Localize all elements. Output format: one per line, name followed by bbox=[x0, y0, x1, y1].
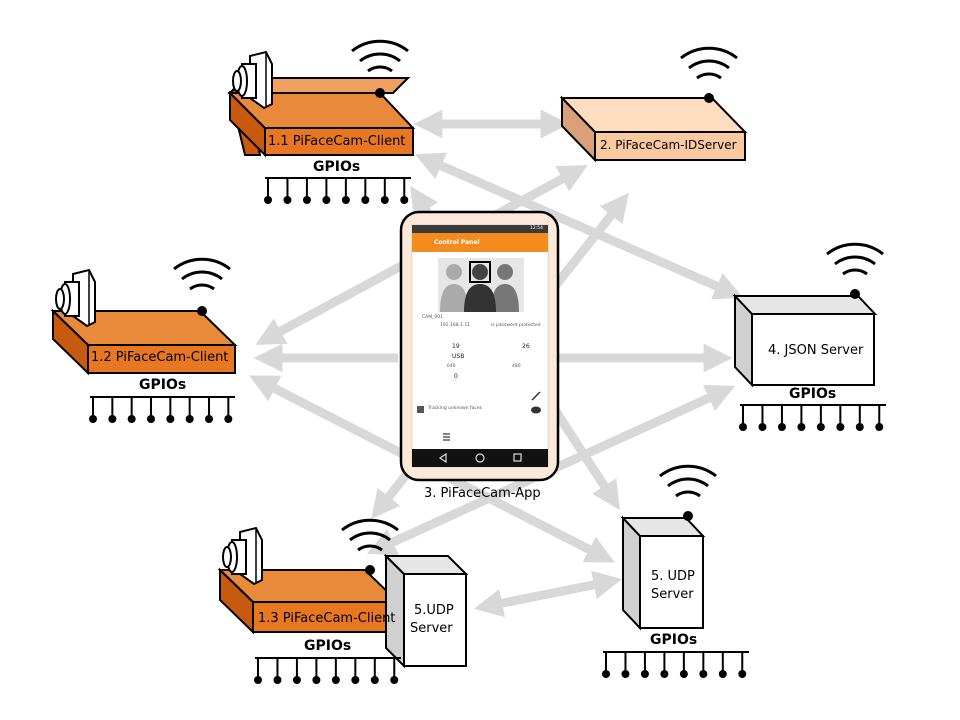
camera-icon bbox=[55, 268, 96, 328]
gpio-pin-dot bbox=[390, 676, 399, 684]
gpio-pin-dot bbox=[283, 196, 292, 204]
udp-big-label-2: Server bbox=[651, 587, 694, 602]
wifi-icon bbox=[826, 242, 884, 299]
gpio-pin-dot bbox=[127, 415, 136, 423]
gpio-pin-dot bbox=[660, 670, 669, 678]
phone-zero[interactable]: 0 bbox=[454, 373, 458, 380]
wifi-icon bbox=[173, 257, 231, 316]
gpio-pin-dot bbox=[292, 676, 301, 684]
phone-ip: 192.168.1.11 bbox=[440, 323, 471, 328]
client-1-3 bbox=[217, 567, 402, 635]
udp-small-label-1: 5.UDP bbox=[414, 603, 454, 618]
gpio-rail-udp bbox=[602, 651, 749, 678]
gpio-rail-client-1-3 bbox=[254, 657, 401, 684]
client-1-1 bbox=[227, 75, 416, 158]
udp-big-gpio-label: GPIOs bbox=[650, 632, 698, 648]
gpio-pin-dot bbox=[224, 415, 233, 423]
phone-h[interactable]: 480 bbox=[512, 364, 521, 369]
cloud-icon bbox=[531, 406, 541, 414]
gpio-pin-dot bbox=[602, 670, 610, 678]
gpio-pin-dot bbox=[739, 423, 747, 431]
gpio-pin-dot bbox=[331, 676, 340, 684]
client-1-3-label: 1.3 PiFaceCam-Client bbox=[258, 611, 396, 626]
phone-password[interactable]: is password protected bbox=[491, 323, 541, 328]
hamburger-icon bbox=[443, 433, 450, 441]
gpio-pin-dot bbox=[205, 415, 213, 423]
gpio-pin-dot bbox=[777, 423, 786, 431]
phone-device bbox=[399, 210, 560, 482]
json-server-label: 4. JSON Server bbox=[768, 343, 864, 358]
idserver-box bbox=[559, 95, 748, 163]
wifi-icon bbox=[680, 46, 738, 103]
gpio-pin-dot bbox=[108, 415, 117, 423]
client-1-3-gpio-label: GPIOs bbox=[304, 638, 352, 654]
gpio-pin-dot bbox=[621, 670, 630, 678]
gpio-pin-dot bbox=[370, 676, 379, 684]
wifi-icon bbox=[341, 518, 399, 575]
gpio-pin-dot bbox=[679, 670, 688, 678]
client-1-1-label: 1.1 PiFaceCam-Client bbox=[268, 134, 406, 149]
gpio-pin-dot bbox=[264, 196, 272, 204]
gpio-pin-dot bbox=[855, 423, 864, 431]
gpio-pin-dot bbox=[322, 196, 331, 204]
camera-icon bbox=[222, 526, 263, 586]
gpio-pin-dot bbox=[816, 423, 825, 431]
gpio-rail-client-1-2 bbox=[89, 396, 235, 423]
phone-val19[interactable]: 19 bbox=[452, 343, 460, 350]
box-top-face bbox=[227, 92, 416, 129]
gpio-pin-dot bbox=[738, 670, 747, 678]
phone-tracking[interactable]: Tracking unknown faces bbox=[428, 406, 482, 411]
phone-val26[interactable]: 26 bbox=[522, 343, 530, 350]
gpio-pin-dot bbox=[836, 423, 845, 431]
gpio-pin-dot bbox=[185, 415, 194, 423]
gpio-pin-dot bbox=[147, 415, 155, 423]
nav-bar bbox=[438, 452, 522, 464]
box-front bbox=[264, 127, 414, 156]
phone-title: Control Panel bbox=[434, 239, 480, 246]
json-server-box bbox=[732, 293, 878, 388]
idserver-label: 2. PiFaceCam-IDServer bbox=[600, 138, 737, 152]
gpio-pin-dot bbox=[273, 676, 282, 684]
wifi-icon bbox=[351, 39, 409, 98]
client-1-2-label: 1.2 PiFaceCam-Client bbox=[91, 350, 229, 365]
udp-server-box bbox=[620, 515, 706, 631]
gpio-rail-client-1-1 bbox=[264, 177, 411, 204]
gpio-pin-dot bbox=[254, 676, 262, 684]
gpio-pin-dot bbox=[875, 423, 884, 431]
gpio-pin-dot bbox=[302, 196, 311, 204]
gpio-pin-dot bbox=[640, 670, 649, 678]
json-server-gpio-label: GPIOs bbox=[789, 386, 837, 402]
client-1-2 bbox=[50, 308, 238, 376]
gpio-pin-dot bbox=[400, 196, 409, 204]
gpio-pin-dot bbox=[718, 670, 727, 678]
edit-icon bbox=[531, 391, 541, 401]
phone-cam-name: CAM_001 bbox=[422, 315, 443, 320]
app-label: 3. PiFaceCam-App bbox=[424, 486, 541, 501]
gpio-pin-dot bbox=[166, 415, 175, 423]
gpio-pin-dot bbox=[380, 196, 389, 204]
gpio-rail-json bbox=[739, 404, 886, 431]
gpio-pin-dot bbox=[341, 196, 350, 204]
gpio-pin-dot bbox=[89, 415, 97, 423]
gpio-pin-dot bbox=[312, 676, 321, 684]
arrow-udp-udp bbox=[473, 570, 623, 618]
gpio-pin-dot bbox=[699, 670, 708, 678]
client-1-1-gpio-label: GPIOs bbox=[313, 159, 361, 175]
udp-small-label-2: Server bbox=[410, 621, 453, 636]
phone-time: 12:54 bbox=[530, 226, 543, 231]
faces-icon bbox=[440, 261, 519, 312]
udp-server-small-box bbox=[383, 553, 469, 669]
gpio-pin-dot bbox=[361, 196, 370, 204]
gpio-pin-dot bbox=[351, 676, 360, 684]
client-1-2-gpio-label: GPIOs bbox=[139, 377, 187, 393]
udp-big-label-1: 5. UDP bbox=[651, 569, 695, 584]
gpio-pin-dot bbox=[797, 423, 806, 431]
gpio-rails bbox=[89, 177, 886, 684]
gpio-pin-dot bbox=[758, 423, 767, 431]
phone-w[interactable]: 640 bbox=[447, 364, 456, 369]
camera-icon bbox=[232, 50, 273, 110]
wifi-icon bbox=[659, 464, 717, 521]
phone-usb[interactable]: USB bbox=[452, 353, 465, 360]
